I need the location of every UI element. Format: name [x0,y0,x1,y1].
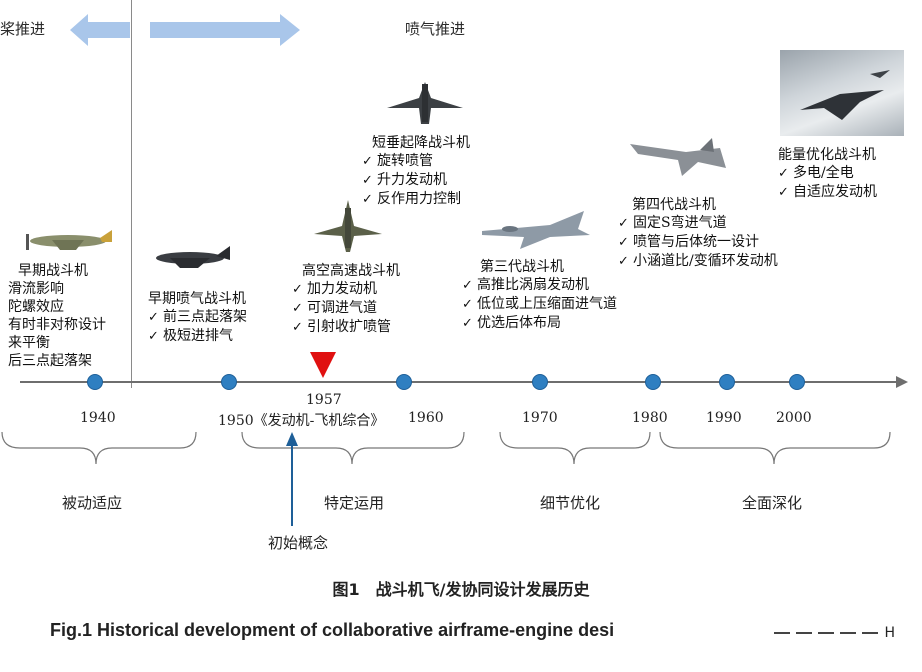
fourth-gen-fighter-icon [630,138,726,176]
timeline-dot-2000 [789,374,805,390]
year-1970: 1970 [522,410,558,426]
right-era-label: 喷气推进 [405,20,466,38]
caption-english: Fig.1 Historical development of collabor… [50,620,615,640]
early-fighter-line: 后三点起落架 [8,353,92,369]
stage-specific: 特定运用 [324,494,385,512]
early-jet-item: 极短进排气 [148,327,247,346]
initial-concept-pointer [286,432,298,526]
early-fighter-group: 早期战斗机 滑流影响 陀螺效应 有时非对称设计 来平衡 后三点起落架 [8,262,106,370]
energy-opt-item: 多电/全电 [778,164,877,183]
overlay-toolbar[interactable]: H [715,616,901,650]
1957-marker-icon [310,352,336,378]
energy-opt-title: 能量优化战斗机 [778,147,876,163]
timeline-arrowhead [896,376,908,388]
overlay-text: H [884,625,895,641]
year-1990: 1990 [706,410,742,426]
right-era-arrow [150,14,300,46]
third-gen-title: 第三代战斗机 [480,259,564,275]
timeline-dot-1950 [221,374,237,390]
timeline-dot-1980 [645,374,661,390]
early-jet-title: 早期喷气战斗机 [148,291,246,307]
stage-comprehensive: 全面深化 [742,494,803,512]
overlay-dash-icon [840,632,857,634]
early-jet-icon [156,246,230,268]
high-speed-fighter-icon [314,200,382,252]
fourth-gen-item: 喷管与后体统一设计 [618,233,778,252]
overlay-dash-icon [862,632,879,634]
propeller-fighter-icon [26,230,112,250]
high-speed-item: 加力发动机 [292,280,400,299]
timeline-dot-1970 [532,374,548,390]
stage-detail: 细节优化 [540,494,601,512]
year-1957: 1957 [306,392,342,408]
early-fighter-line: 有时非对称设计 [8,317,106,333]
fourth-gen-item: 固定S弯进气道 [618,214,778,233]
fourth-gen-title: 第四代战斗机 [632,197,716,213]
high-speed-group: 高空高速战斗机 加力发动机 可调进气道 引射收扩喷管 [292,262,400,337]
third-gen-group: 第三代战斗机 高推比涡扇发动机 低位或上压缩面进气道 优选后体布局 [462,258,617,333]
early-fighter-line: 陀螺效应 [8,299,64,315]
stage-initial-concept: 初始概念 [268,534,329,552]
era-divider [131,0,132,388]
year-1980: 1980 [632,410,668,426]
left-era-arrow [70,14,130,46]
early-fighter-line: 滑流影响 [8,281,64,297]
timeline-axis [20,381,900,383]
bracket-passive [1,431,197,465]
vtol-item: 旋转喷管 [362,152,470,171]
timeline-dot-1940 [87,374,103,390]
stage-passive: 被动适应 [62,494,123,512]
third-gen-item: 高推比涡扇发动机 [462,276,617,295]
year-2000: 2000 [776,410,812,426]
vtol-fighter-icon [387,82,463,124]
third-gen-item: 优选后体布局 [462,314,617,333]
vtol-title: 短垂起降战斗机 [372,135,470,151]
fourth-gen-item: 小涵道比/变循环发动机 [618,252,778,271]
vtol-item: 升力发动机 [362,171,470,190]
year-1950-milestone: 1950《发动机-飞机综合》 [218,413,385,429]
timeline-dot-1990 [719,374,735,390]
early-jet-item: 前三点起落架 [148,308,247,327]
fourth-gen-group: 第四代战斗机 固定S弯进气道 喷管与后体统一设计 小涵道比/变循环发动机 [618,196,778,271]
bracket-specific [241,431,465,465]
overlay-dash-icon [796,632,813,634]
energy-opt-group: 能量优化战斗机 多电/全电 自适应发动机 [778,146,877,202]
energy-fighter-photo [780,50,904,136]
overlay-dash-icon [818,632,835,634]
high-speed-item: 可调进气道 [292,299,400,318]
caption-chinese: 图1 战斗机飞/发协同设计发展历史 [332,580,590,599]
early-fighter-line: 来平衡 [8,335,50,351]
high-speed-item: 引射收扩喷管 [292,318,400,337]
vtol-group: 短垂起降战斗机 旋转喷管 升力发动机 反作用力控制 [362,134,470,209]
overlay-dash-icon [774,632,791,634]
energy-opt-item: 自适应发动机 [778,183,877,202]
third-gen-fighter-icon [482,211,590,249]
vtol-item: 反作用力控制 [362,190,470,209]
year-1940: 1940 [80,410,116,426]
bracket-detail [499,431,651,465]
left-era-label: 桨推进 [0,20,46,38]
early-fighter-title: 早期战斗机 [18,263,88,279]
year-1960: 1960 [408,410,444,426]
high-speed-title: 高空高速战斗机 [302,263,400,279]
timeline-dot-1960 [396,374,412,390]
third-gen-item: 低位或上压缩面进气道 [462,295,617,314]
early-jet-group: 早期喷气战斗机 前三点起落架 极短进排气 [148,290,247,346]
bracket-comprehensive [659,431,891,465]
